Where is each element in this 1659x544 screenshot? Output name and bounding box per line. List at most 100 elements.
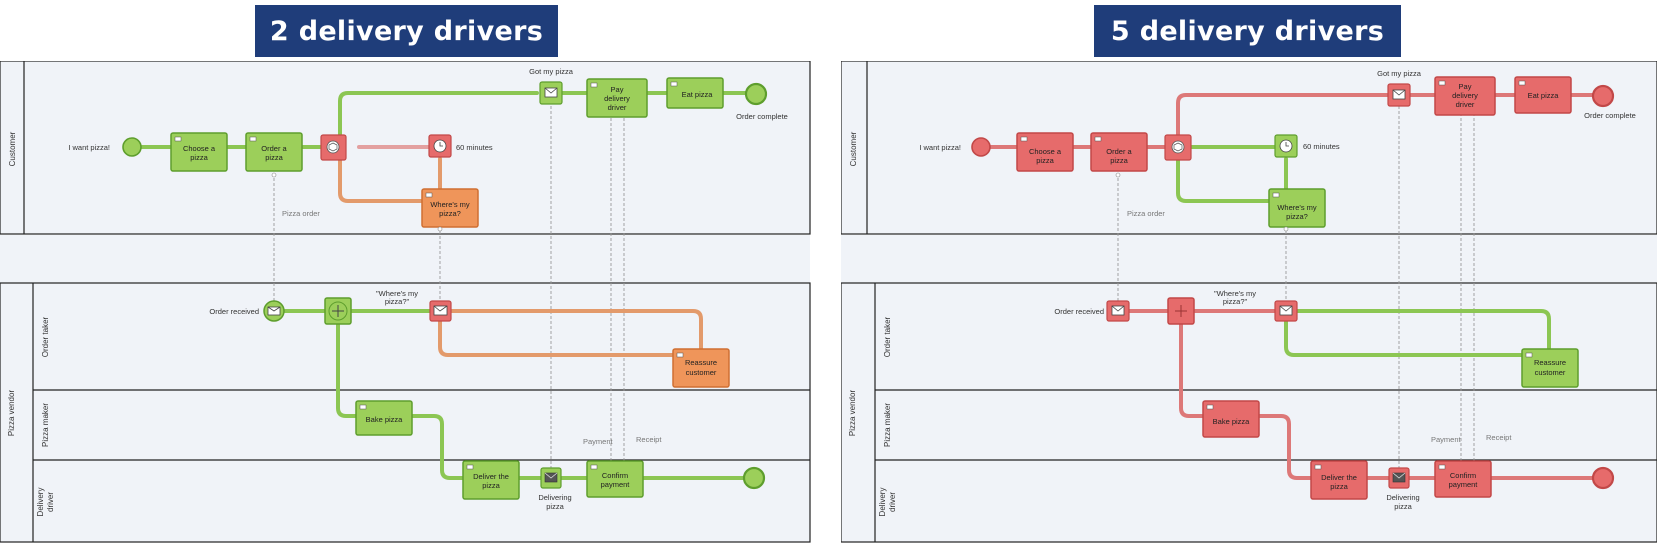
task-order-pizza[interactable] [245, 132, 303, 172]
svg-text:Confirm: Confirm [1450, 471, 1476, 480]
svg-text:Pay: Pay [611, 85, 624, 94]
task-icon [359, 404, 367, 410]
payment-label: Payment [583, 437, 614, 446]
task-reassure-customer[interactable] [672, 348, 730, 388]
svg-text:Choose a: Choose a [1029, 147, 1062, 156]
svg-text:Confirm: Confirm [602, 471, 628, 480]
end-event-order-complete[interactable] [1591, 84, 1615, 108]
vendor-pool-label: Pizza vendor [7, 390, 16, 437]
svg-text:Pay: Pay [1459, 82, 1472, 91]
start-event-want-pizza[interactable] [971, 137, 991, 157]
task-wheres-my-pizza[interactable] [1268, 188, 1326, 228]
svg-text:Order a: Order a [261, 144, 287, 153]
svg-text:Bake pizza: Bake pizza [1213, 417, 1251, 426]
svg-text:pizza: pizza [1110, 156, 1128, 165]
seq-bake-deliver [1257, 414, 1313, 480]
seq-gateway-wheres [338, 157, 424, 203]
svg-text:delivery: delivery [1452, 91, 1478, 100]
end-event-delivery[interactable] [1591, 466, 1615, 490]
customer-pool-label: Customer [849, 131, 858, 166]
svg-text:customer: customer [1535, 368, 1566, 377]
svg-text:pizza?": pizza?" [1223, 297, 1248, 306]
order-taker-lane-label: Order taker [41, 316, 50, 357]
task-icon [1314, 464, 1322, 470]
task-icon [1438, 464, 1446, 470]
start-event-want-pizza[interactable] [122, 137, 142, 157]
svg-text:pizza?: pizza? [1286, 212, 1308, 221]
seq-gateway-got-pizza [1176, 93, 1389, 137]
got-my-pizza-label: Got my pizza [1377, 69, 1422, 78]
svg-text:driver: driver [1456, 100, 1475, 109]
task-icon [1272, 192, 1280, 198]
task-deliver-pizza[interactable] [1310, 460, 1368, 500]
order-received-label: Order received [1054, 307, 1104, 316]
svg-text:Delivering: Delivering [538, 493, 571, 502]
task-icon [676, 352, 684, 358]
task-wheres-my-pizza[interactable] [421, 188, 479, 228]
task-pay-delivery-driver[interactable] [586, 78, 648, 118]
svg-text:pizza: pizza [546, 502, 564, 511]
seq-bake-deliver [410, 414, 465, 480]
task-pay-delivery-driver[interactable] [1434, 76, 1496, 116]
task-bake-pizza[interactable] [355, 400, 413, 436]
bpmn-diagram-2-drivers: Customer Pizza vendor Order taker Pizza … [0, 61, 811, 543]
bpmn-diagram-5-drivers: Customer Pizza vendor Order taker Pizza … [841, 61, 1657, 543]
task-icon [466, 464, 474, 470]
task-eat-pizza[interactable] [666, 77, 724, 109]
receipt-label: Receipt [1486, 433, 1512, 442]
svg-text:driver: driver [608, 103, 627, 112]
task-deliver-pizza[interactable] [462, 460, 520, 500]
svg-text:pizza: pizza [1394, 502, 1412, 511]
svg-text:Deliver the: Deliver the [473, 472, 509, 481]
start-event-label: I want pizza! [919, 143, 961, 152]
svg-text:Choose a: Choose a [183, 144, 216, 153]
seq-wheres-reassure [1295, 309, 1551, 350]
svg-text:Bake pizza: Bake pizza [366, 415, 404, 424]
order-complete-label: Order complete [736, 112, 788, 121]
svg-text:pizza?: pizza? [439, 209, 461, 218]
svg-text:Order a: Order a [1106, 147, 1132, 156]
svg-text:pizza: pizza [190, 153, 208, 162]
task-icon [1518, 80, 1526, 86]
end-event-delivery[interactable] [742, 466, 766, 490]
pizza-maker-lane-label: Pizza maker [883, 403, 892, 447]
seq-gateway-got-pizza [338, 91, 539, 137]
task-icon [590, 464, 598, 470]
svg-text:Reassure: Reassure [685, 358, 717, 367]
delivery-driver-lane-label-2: driver [888, 492, 897, 512]
svg-text:"Where's my: "Where's my [376, 289, 418, 298]
task-choose-pizza[interactable] [1016, 132, 1074, 172]
got-my-pizza-label: Got my pizza [529, 67, 574, 76]
svg-text:"Where's my: "Where's my [1214, 289, 1256, 298]
svg-text:Where's my: Where's my [430, 200, 470, 209]
vendor-pool-label: Pizza vendor [848, 390, 857, 437]
pizza-order-label: Pizza order [282, 209, 320, 218]
task-eat-pizza[interactable] [1514, 76, 1572, 114]
banner-text: 2 delivery drivers [269, 15, 544, 47]
svg-text:customer: customer [686, 368, 717, 377]
task-icon [1094, 136, 1102, 142]
task-reassure-customer[interactable] [1521, 348, 1579, 388]
task-icon [174, 136, 182, 142]
order-received-label: Order received [209, 307, 259, 316]
svg-text:delivery: delivery [604, 94, 630, 103]
pizza-order-label: Pizza order [1127, 209, 1165, 218]
svg-text:Delivering: Delivering [1386, 493, 1419, 502]
task-confirm-payment[interactable] [1434, 460, 1492, 498]
task-bake-pizza[interactable] [1202, 400, 1260, 438]
svg-text:payment: payment [1449, 480, 1479, 489]
svg-text:payment: payment [601, 480, 631, 489]
order-complete-label: Order complete [1584, 111, 1636, 120]
seq-gateway-bake [336, 322, 358, 418]
seq-gateway-wheres [1176, 157, 1271, 203]
task-choose-pizza[interactable] [170, 132, 228, 172]
svg-text:Eat pizza: Eat pizza [1528, 91, 1560, 100]
banner-text: 5 delivery drivers [1110, 15, 1385, 47]
delivery-driver-lane-label-1: Delivery [36, 488, 45, 517]
task-confirm-payment[interactable] [586, 460, 644, 498]
end-event-order-complete[interactable] [744, 82, 768, 106]
task-order-pizza[interactable] [1090, 132, 1148, 172]
start-event-label: I want pizza! [68, 143, 110, 152]
svg-text:pizza?": pizza?" [385, 297, 410, 306]
timer-label: 60 minutes [1303, 142, 1340, 151]
